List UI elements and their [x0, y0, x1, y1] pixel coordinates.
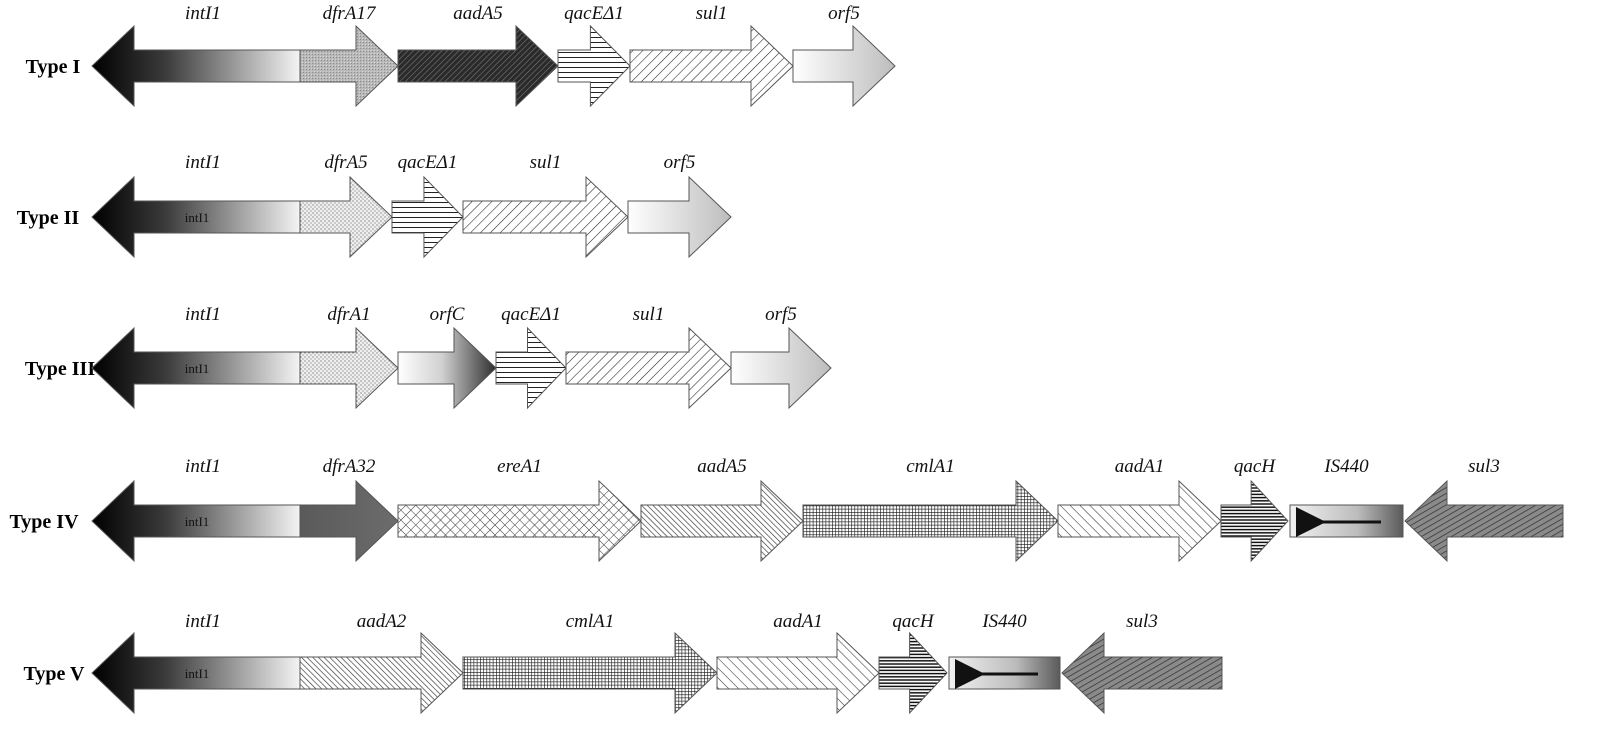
- gene-arrow: [91, 24, 301, 108]
- gene-arrow: [299, 24, 399, 108]
- type-label: Type V: [24, 663, 85, 685]
- gene-label: orfC: [430, 304, 465, 325]
- gene-inner-label: intI1: [185, 361, 210, 376]
- gene-label: qacH: [1234, 456, 1276, 477]
- gene-label: orf5: [664, 152, 696, 173]
- gene-label: IS440: [981, 611, 1027, 632]
- cassette-row: Type III intI1 intI1 dfrA1 orfC qacEΔ1 sul1 orf…: [25, 304, 832, 410]
- gene-arrow: [557, 24, 631, 108]
- cassette-row: Type I intI1 dfrA17 aadA5 qacEΔ1 sul1 orf5: [26, 3, 896, 108]
- gene-arrow: [299, 479, 399, 563]
- gene-arrow: [397, 479, 642, 563]
- gene-arrow: [397, 24, 559, 108]
- gene-label: dfrA5: [324, 152, 367, 173]
- gene-label: cmlA1: [906, 456, 955, 477]
- gene-arrow: [878, 631, 948, 715]
- gene-label: orf5: [765, 304, 797, 325]
- gene-arrow: [1404, 479, 1564, 563]
- gene-label: aadA1: [773, 611, 823, 632]
- gene-label: sul3: [1126, 611, 1158, 632]
- gene-label: IS440: [1323, 456, 1369, 477]
- cassette-row: Type II intI1 intI1 dfrA5 qacEΔ1 sul1 orf5: [17, 152, 732, 259]
- gene-label: sul3: [1468, 456, 1500, 477]
- gene-label: aadA2: [357, 611, 407, 632]
- gene-arrow: [299, 175, 393, 259]
- gene-arrow: [462, 175, 629, 259]
- gene-arrow: [640, 479, 804, 563]
- gene-label: qacH: [892, 611, 934, 632]
- gene-label: intI1: [185, 3, 221, 24]
- gene-label: sul1: [633, 304, 665, 325]
- gene-inner-label: intI1: [185, 666, 210, 681]
- gene-arrow: [495, 326, 567, 410]
- gene-label: qacEΔ1: [564, 3, 624, 24]
- gene-arrow: [299, 631, 464, 715]
- gene-arrow: [91, 175, 301, 259]
- gene-label: dfrA17: [323, 3, 377, 24]
- gene-arrow: [299, 326, 399, 410]
- gene-label: sul1: [696, 3, 728, 24]
- gene-arrow: [1057, 479, 1222, 563]
- gene-arrow: [802, 479, 1059, 563]
- gene-arrow: [397, 326, 497, 410]
- gene-label: intI1: [185, 304, 221, 325]
- gene-inner-label: intI1: [185, 210, 210, 225]
- type-label: Type II: [17, 207, 80, 229]
- gene-arrow: [792, 24, 896, 108]
- insertion-sequence-box: [948, 656, 1061, 690]
- gene-label: intI1: [185, 152, 221, 173]
- cassette-row: Type IV intI1 intI1 dfrA32 ereA1 aadA5 cmlA1 aa…: [9, 456, 1564, 563]
- gene-label: cmlA1: [566, 611, 615, 632]
- gene-inner-label: intI1: [185, 514, 210, 529]
- gene-label: intI1: [185, 456, 221, 477]
- gene-arrow: [730, 326, 832, 410]
- gene-arrow: [1220, 479, 1289, 563]
- gene-arrow: [91, 326, 301, 410]
- gene-label: dfrA1: [327, 304, 370, 325]
- gene-label: orf5: [828, 3, 860, 24]
- type-label: Type I: [26, 56, 81, 78]
- gene-arrow: [565, 326, 732, 410]
- gene-label: sul1: [530, 152, 562, 173]
- gene-arrow: [91, 479, 301, 563]
- gene-label: qacEΔ1: [501, 304, 561, 325]
- gene-arrow: [627, 175, 732, 259]
- gene-label: ereA1: [497, 456, 542, 477]
- gene-arrow: [462, 631, 718, 715]
- gene-arrow: [629, 24, 794, 108]
- gene-arrow: [716, 631, 880, 715]
- type-label: Type III: [25, 358, 95, 380]
- gene-label: intI1: [185, 611, 221, 632]
- insertion-sequence-box: [1289, 504, 1404, 538]
- gene-label: aadA1: [1115, 456, 1165, 477]
- gene-label: aadA5: [453, 3, 503, 24]
- gene-label: qacEΔ1: [398, 152, 458, 173]
- gene-arrow: [391, 175, 464, 259]
- gene-label: aadA5: [697, 456, 747, 477]
- gene-label: dfrA32: [323, 456, 376, 477]
- gene-arrow: [91, 631, 301, 715]
- type-label: Type IV: [9, 511, 79, 533]
- cassette-row: Type V intI1 intI1 aadA2 cmlA1 aadA1 qacH IS440…: [24, 611, 1223, 715]
- gene-arrow: [1061, 631, 1223, 715]
